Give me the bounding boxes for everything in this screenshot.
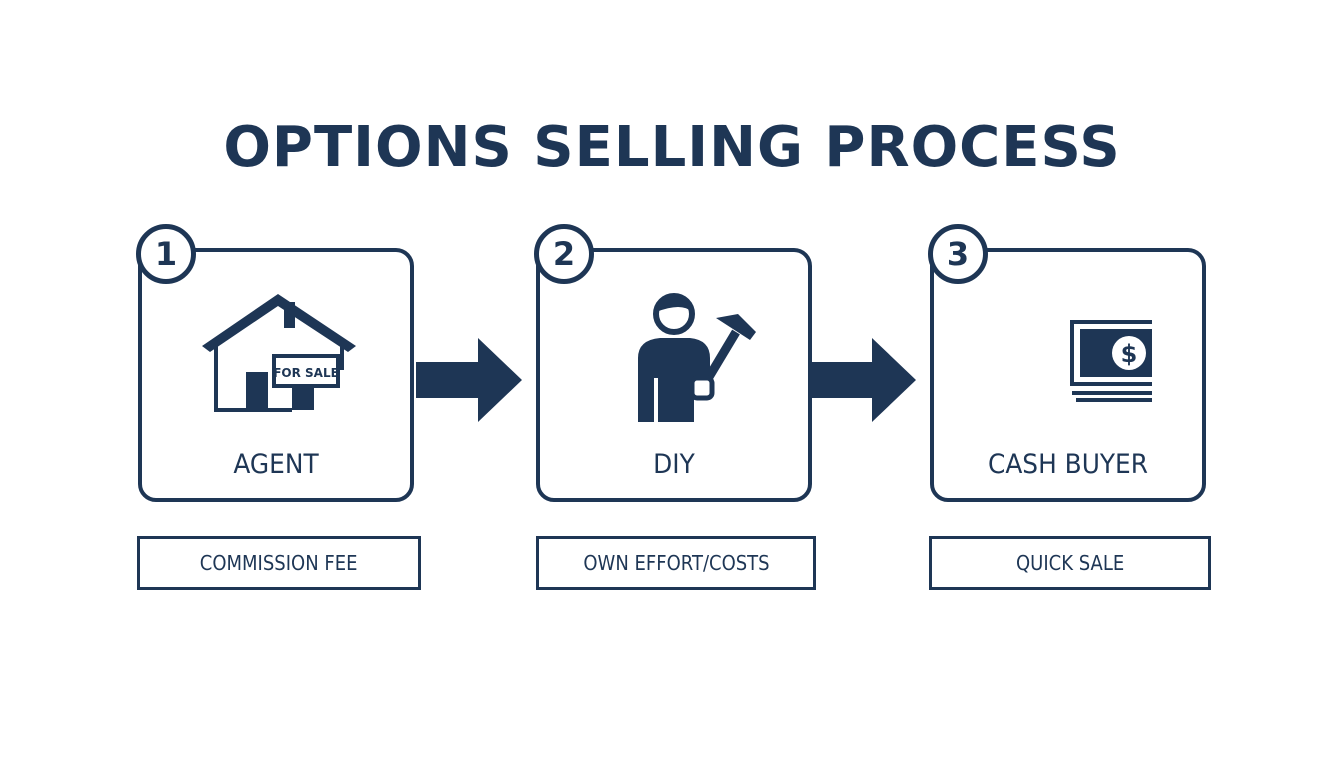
diagram-title: OPTIONS SELLING PROCESS — [223, 115, 1121, 180]
step-number-badge: 2 — [534, 224, 594, 284]
right-arrow-icon — [810, 338, 916, 422]
step-number-badge: 3 — [928, 224, 988, 284]
step-card-cash-buyer: 3 $ CASH BUYER — [928, 224, 1206, 502]
cash-stack-icon: $ — [1070, 320, 1152, 402]
person-with-hammer-icon — [638, 293, 756, 422]
step-label: CASH BUYER — [987, 449, 1149, 480]
for-sale-sign-text: FOR SALE — [273, 366, 339, 380]
step-number-badge: 1 — [136, 224, 196, 284]
step-caption-text: OWN EFFORT/COSTS — [582, 551, 770, 575]
step-caption-text: COMMISSION FEE — [200, 551, 358, 575]
step-caption-text: QUICK SALE — [1015, 551, 1125, 575]
step-label: DIY — [653, 449, 695, 480]
right-arrow-icon — [416, 338, 522, 422]
dollar-sign-text: $ — [1121, 340, 1138, 368]
step-card-agent: 1 FOR SALE AGENT — [136, 224, 414, 502]
step-caption-box: QUICK SALE — [929, 536, 1211, 590]
house-for-sale-icon: FOR SALE — [202, 294, 356, 412]
step-caption-box: OWN EFFORT/COSTS — [536, 536, 816, 590]
step-card-diy: 2 DIY — [534, 224, 812, 502]
step-caption-box: COMMISSION FEE — [137, 536, 421, 590]
step-label: AGENT — [233, 449, 319, 480]
